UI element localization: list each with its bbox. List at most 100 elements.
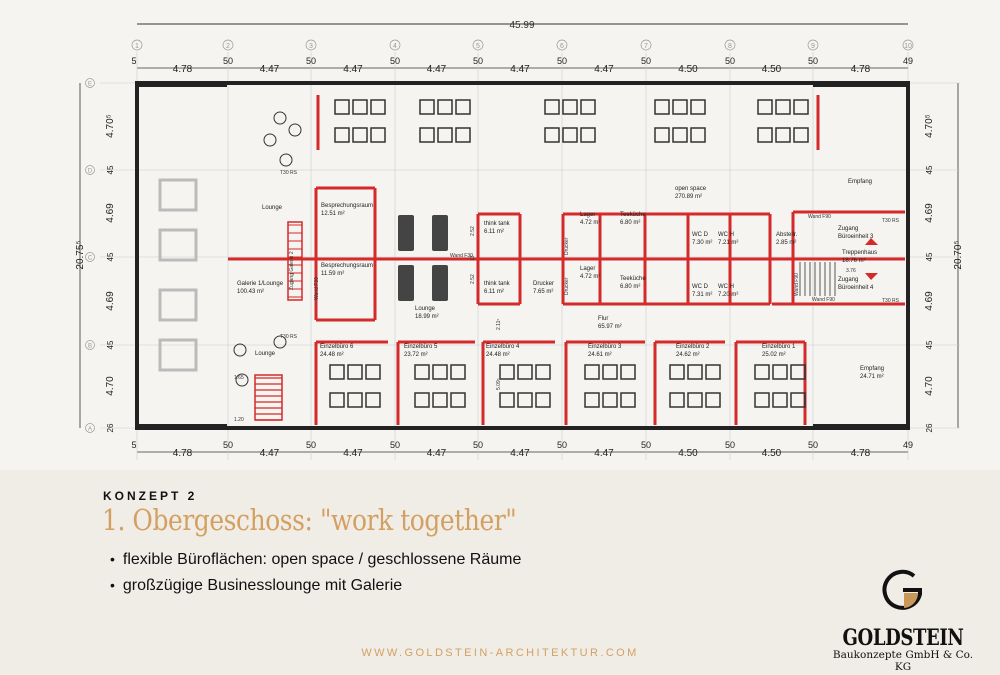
desk — [757, 127, 773, 143]
room-area: 7.21 m² — [718, 240, 738, 246]
plan-annotation: Drucker — [564, 237, 570, 255]
desk-cluster — [757, 99, 809, 143]
room-area: 18.76 m² — [842, 258, 866, 264]
plan-annotation: 3.76 — [846, 268, 856, 274]
room-name: Empfang — [860, 366, 884, 372]
solid-wall — [137, 424, 227, 430]
desk — [544, 127, 560, 143]
desk — [687, 392, 703, 408]
desk-cluster — [669, 364, 721, 408]
desk — [365, 392, 381, 408]
desk — [775, 127, 791, 143]
solid-wall — [813, 81, 908, 87]
desk — [562, 99, 578, 115]
room-name: Einzelbüro 3 — [588, 344, 622, 350]
stair-gallery — [287, 221, 303, 301]
bullet-item: großzügige Businesslounge mit Galerie — [110, 572, 521, 598]
axis-label: 2 — [226, 43, 230, 50]
desk — [584, 364, 600, 380]
room-name: Einzelbüro 1 — [762, 344, 796, 350]
room-area: 6.80 m² — [620, 220, 640, 226]
desk — [705, 392, 721, 408]
room-area: 25.02 m² — [762, 352, 786, 358]
desk — [620, 392, 636, 408]
axis-marker — [724, 39, 736, 51]
room-name: think tank — [484, 221, 511, 227]
room-name: Teeküche — [620, 276, 646, 282]
desk — [347, 392, 363, 408]
plan-annotation: Wand F30 — [314, 277, 320, 300]
plan-annotation: 1.65 — [234, 375, 244, 381]
desk — [772, 392, 788, 408]
plan-annotation: 2.52 — [470, 226, 476, 236]
desk — [757, 99, 773, 115]
dimension-label: 5 — [131, 440, 136, 450]
chair-group — [158, 178, 198, 212]
desk-cluster — [499, 364, 551, 408]
plan-annotation: 13 — [470, 255, 476, 261]
room-area: 7.20 m² — [718, 292, 738, 298]
room-area: 4.72 m² — [580, 274, 600, 280]
lounge-seat — [279, 153, 293, 167]
axis-marker — [556, 39, 568, 51]
room-area: 24.48 m² — [486, 352, 510, 358]
room-area: 6.11 m² — [484, 289, 504, 295]
desk — [455, 127, 471, 143]
desk — [437, 127, 453, 143]
desk — [419, 99, 435, 115]
lounge-seat — [288, 123, 302, 137]
room-area: 100.43 m² — [237, 289, 264, 295]
sofa — [398, 265, 414, 301]
plan-annotation: Wand F90 — [812, 297, 835, 303]
desk — [365, 364, 381, 380]
desk — [672, 99, 688, 115]
desk — [455, 99, 471, 115]
desk — [334, 99, 350, 115]
dimension-label: 4.47 — [260, 448, 280, 459]
room-area: 12.51 m² — [321, 211, 345, 217]
room-name: Abstellr. — [776, 232, 798, 238]
desk — [602, 364, 618, 380]
room-name: Besprechungsraum — [321, 203, 373, 209]
room-area: 7.31 m² — [692, 292, 712, 298]
room-area: 24.62 m² — [676, 352, 700, 358]
bullet-item: flexible Büroflächen: open space / gesch… — [110, 546, 521, 572]
bullet-list: flexible Büroflächen: open space / gesch… — [110, 546, 521, 598]
furniture — [158, 99, 809, 408]
desk — [654, 127, 670, 143]
logo-name: GOLDSTEIN — [842, 625, 964, 651]
desk — [517, 364, 533, 380]
desk — [370, 127, 386, 143]
axis-label: 6 — [560, 43, 564, 50]
desk-cluster — [544, 99, 596, 143]
dimension-label: 4.50 — [762, 64, 782, 75]
axis-marker — [902, 39, 914, 51]
arrow-down-icon — [865, 273, 878, 280]
desk — [352, 127, 368, 143]
axis-label: 10 — [904, 43, 912, 50]
desk — [544, 99, 560, 115]
room-name: Besprechungsraum — [321, 263, 373, 269]
desk — [654, 99, 670, 115]
dimension-label: 4.78 — [851, 448, 871, 459]
lounge-seat — [273, 335, 287, 349]
desk — [620, 364, 636, 380]
plan-annotation: T30 RS — [280, 170, 298, 176]
chair-group — [158, 338, 198, 372]
axis-marker — [472, 39, 484, 51]
room-name: think tank — [484, 281, 511, 287]
room-area: 2.85 m² — [776, 240, 796, 246]
room-name: Empfang — [848, 179, 872, 185]
website-link[interactable]: WWW.GOLDSTEIN-ARCHITEKTUR.COM — [361, 647, 639, 659]
row-label: C — [88, 256, 93, 262]
total-height-label: 20.70⁵ — [953, 240, 964, 269]
room-area: 24.61 m² — [588, 352, 612, 358]
desk-cluster — [584, 364, 636, 408]
axis-label: 3 — [309, 43, 313, 50]
room-area: 11.59 m² — [321, 271, 344, 277]
desk — [790, 364, 806, 380]
dimension-label: 4.47 — [343, 448, 363, 459]
desk-cluster — [414, 364, 466, 408]
dimension-label: 4.50 — [678, 448, 698, 459]
